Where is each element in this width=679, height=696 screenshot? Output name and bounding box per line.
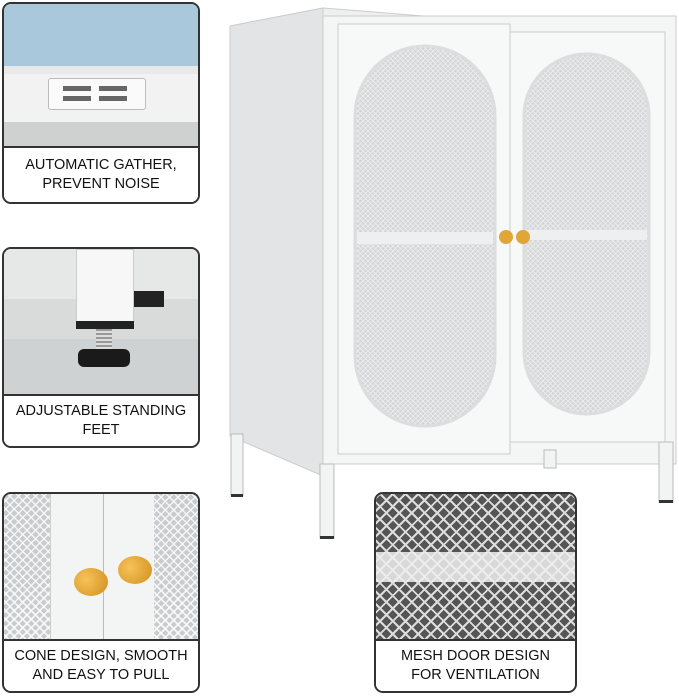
callout-label: AUTOMATIC GATHER, PREVENT NOISE xyxy=(4,146,198,202)
label-line: ADJUSTABLE STANDING xyxy=(15,403,187,419)
callout-adjustable-feet: ADJUSTABLE STANDING FEET xyxy=(2,247,200,448)
label-line: CONE DESIGN, SMOOTH xyxy=(14,648,188,664)
damper-icon xyxy=(48,78,146,110)
cabinet-legs xyxy=(230,433,674,539)
callout-cone-knobs: CONE DESIGN, SMOOTH AND EASY TO PULL xyxy=(2,492,200,693)
knob-closeup-image xyxy=(4,494,198,644)
callout-mesh-door: MESH DOOR DESIGN FOR VENTILATION xyxy=(374,492,577,693)
knob-right xyxy=(516,230,530,244)
cabinet-body xyxy=(229,7,677,477)
label-line: FEET xyxy=(82,422,120,438)
cabinet-illustration xyxy=(229,7,677,539)
mesh-closeup-image xyxy=(376,494,575,644)
knob-icon xyxy=(74,568,108,596)
callout-label: CONE DESIGN, SMOOTH AND EASY TO PULL xyxy=(4,639,198,691)
label-line: AUTOMATIC GATHER, xyxy=(25,157,177,173)
foot-closeup-image xyxy=(4,249,198,399)
callout-label: ADJUSTABLE STANDING FEET xyxy=(4,394,198,446)
callout-automatic-gather: AUTOMATIC GATHER, PREVENT NOISE xyxy=(2,2,200,204)
knob-left xyxy=(499,230,513,244)
label-line: PREVENT NOISE xyxy=(42,176,160,192)
label-line: MESH DOOR DESIGN xyxy=(400,648,551,664)
knob-icon xyxy=(118,556,152,584)
label-line: AND EASY TO PULL xyxy=(32,667,170,683)
label-line: FOR VENTILATION xyxy=(411,667,540,683)
callout-label: MESH DOOR DESIGN FOR VENTILATION xyxy=(376,639,575,691)
damper-closeup-image xyxy=(4,4,198,150)
